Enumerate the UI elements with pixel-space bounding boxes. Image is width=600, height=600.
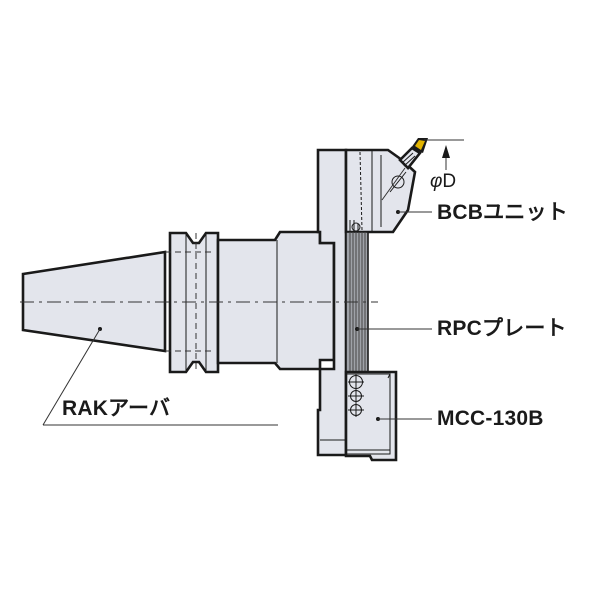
mcc-bolts <box>348 374 364 417</box>
bcb-unit <box>344 146 432 234</box>
label-rpc-plate: RPCプレート <box>437 317 567 340</box>
phi-symbol: φ <box>430 171 443 192</box>
rpc-plate <box>345 220 432 373</box>
dimension-arrow <box>424 139 464 170</box>
diameter-dimension-label: φD <box>430 172 456 191</box>
label-bcb-unit: BCBユニット <box>437 201 568 224</box>
rak-leader <box>42 327 278 426</box>
dimension-letter: D <box>442 171 457 192</box>
rak-arbor-body <box>216 230 336 371</box>
label-rak-arbor: RAKアーバ <box>62 397 171 420</box>
cutting-insert <box>411 138 428 153</box>
label-mcc: MCC-130B <box>437 407 544 430</box>
mcc-lower-block <box>344 370 432 462</box>
